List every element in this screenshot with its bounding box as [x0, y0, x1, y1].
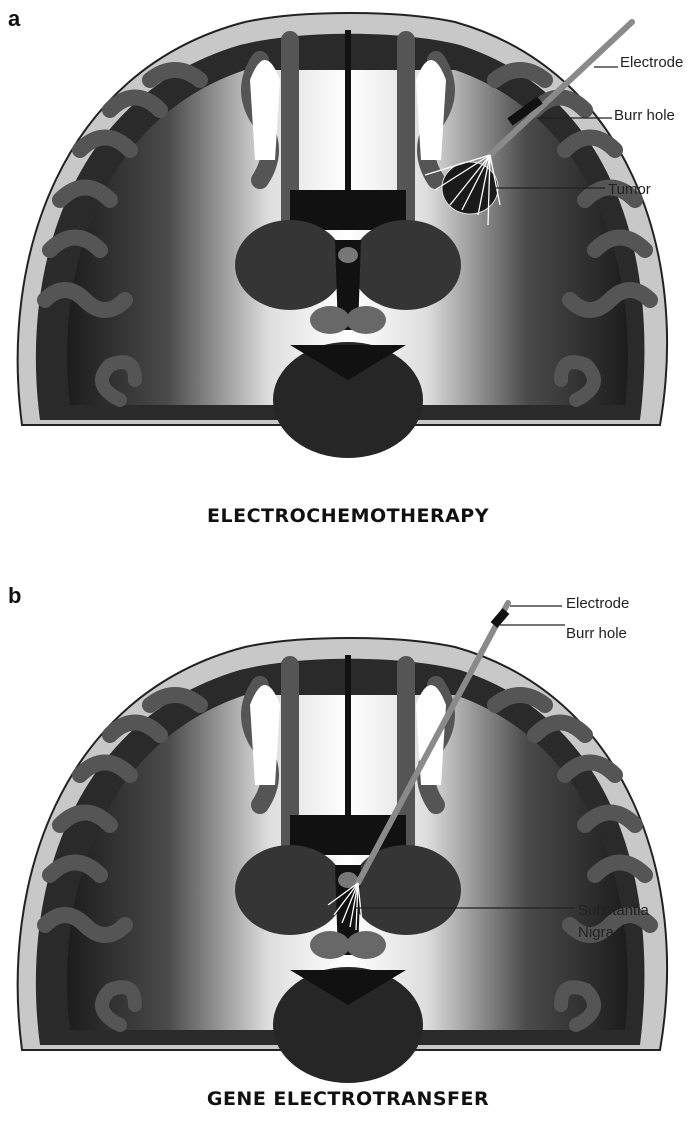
- label-electrode: Electrode: [620, 54, 683, 71]
- panel-a-diagram: Electrode Burr hole Tumor: [0, 0, 696, 565]
- brain-section: [18, 638, 667, 1083]
- caption-a: ELECTROCHEMOTHERAPY: [0, 505, 696, 527]
- burr-hole: [494, 611, 506, 625]
- label-tumor: Tumor: [608, 181, 651, 198]
- caption-b: GENE ELECTROTRANSFER: [0, 1088, 696, 1110]
- panel-b: b Electrode Burr hole Substantia Nigra G…: [0, 565, 696, 1130]
- panel-b-diagram: Electrode Burr hole Substantia Nigra: [0, 565, 696, 1130]
- label-substantia: Substantia: [578, 902, 650, 919]
- label-nigra: Nigra: [578, 924, 615, 941]
- label-electrode: Electrode: [566, 595, 629, 612]
- label-burr-hole: Burr hole: [566, 625, 627, 642]
- panel-a: a Electrode Burr hole Tumor ELECTROCHEMO…: [0, 0, 696, 565]
- label-burr-hole: Burr hole: [614, 107, 675, 124]
